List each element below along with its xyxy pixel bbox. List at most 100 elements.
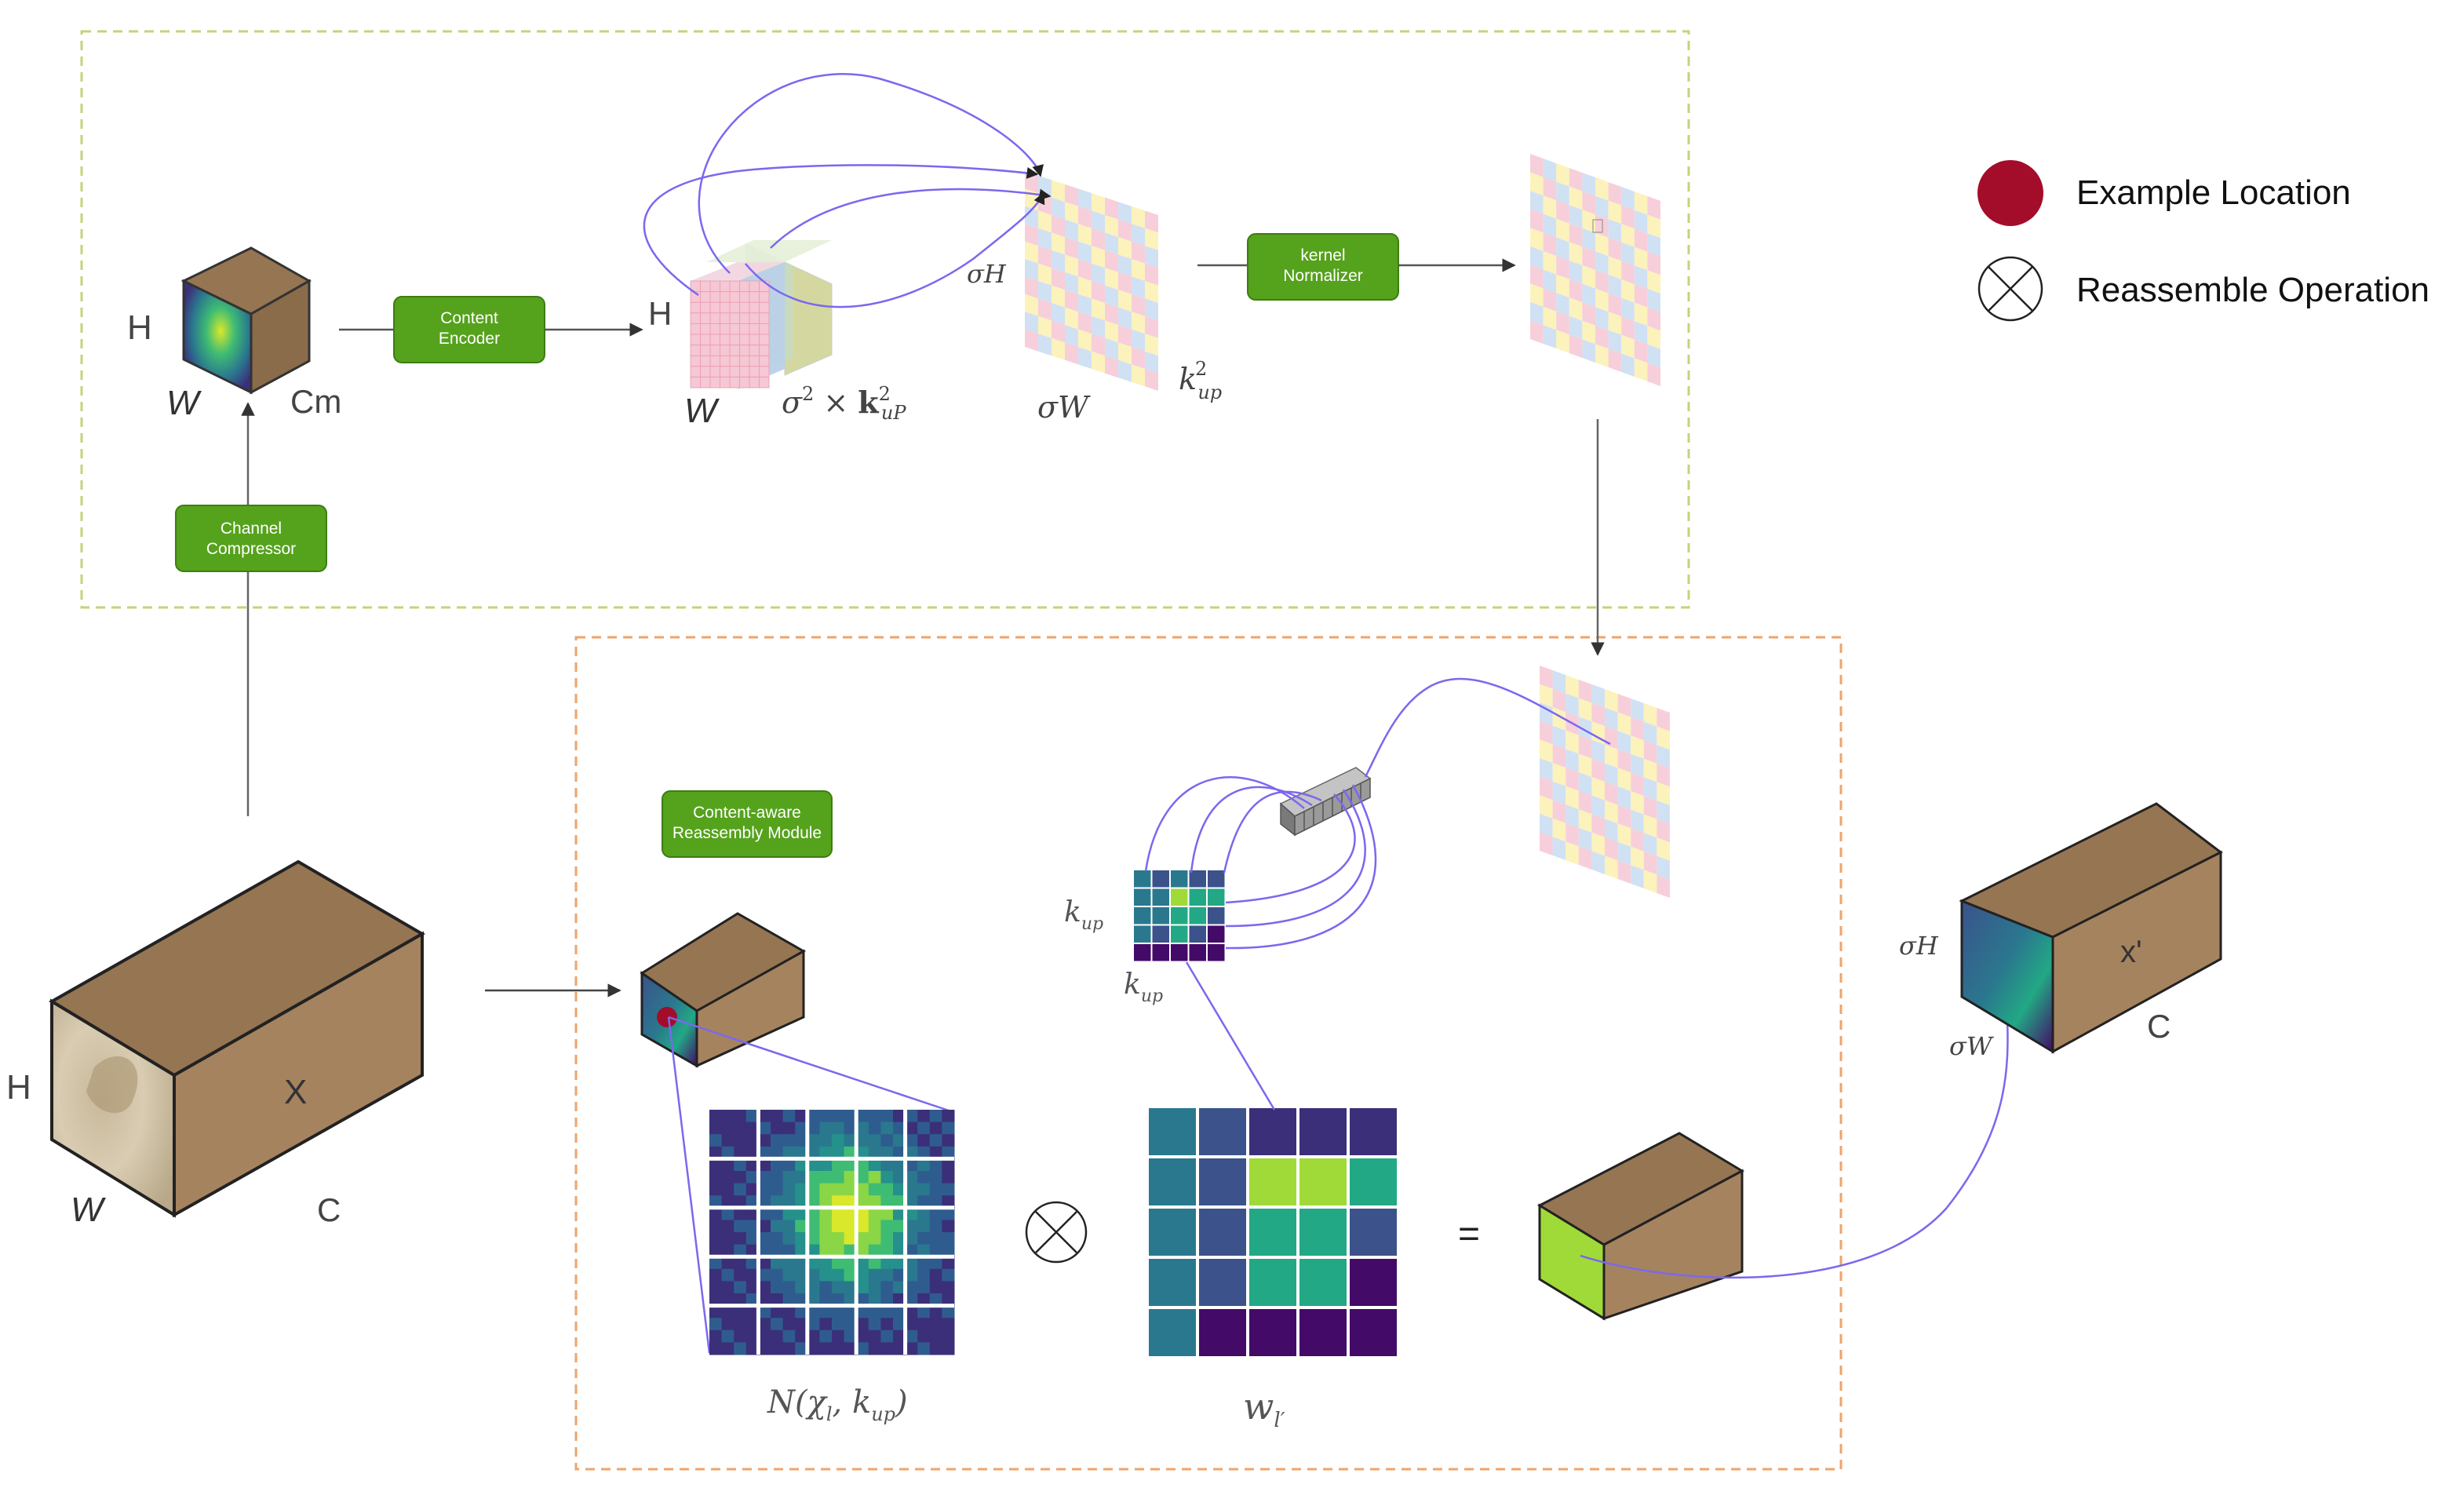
heatmap-pixel xyxy=(868,1293,881,1307)
kernel-map-cell xyxy=(1566,841,1579,865)
heatmap-pixel xyxy=(917,1207,931,1220)
input-w-label: W xyxy=(71,1191,106,1229)
heatmap-pixel xyxy=(868,1158,881,1172)
heatmap-pixel xyxy=(795,1318,808,1331)
kernel-map-cell xyxy=(1647,326,1660,349)
heatmap-pixel xyxy=(745,1158,759,1172)
content-encoder-label-1: Content xyxy=(440,309,498,327)
heatmap-pixel xyxy=(844,1293,857,1307)
heatmap-pixel xyxy=(893,1171,906,1184)
heatmap-pixel xyxy=(905,1329,918,1343)
heatmap-pixel xyxy=(880,1268,894,1282)
kernel-map-cell xyxy=(1595,177,1609,201)
kernel-map-cell xyxy=(1634,284,1648,308)
kernel-map-cell xyxy=(1621,297,1635,322)
legend-example-location: Example Location xyxy=(2076,173,2351,212)
heatmap-pixel xyxy=(832,1183,845,1196)
heatmap-pixel xyxy=(893,1134,906,1147)
heatmap-pixel xyxy=(893,1318,906,1331)
heatmap-pixel xyxy=(929,1329,942,1343)
kernel-map-cell xyxy=(1543,269,1557,294)
kernel-map-cell xyxy=(1530,172,1544,196)
heatmap-pixel xyxy=(905,1183,918,1196)
weight-cell xyxy=(1196,1155,1249,1209)
heatmap-pixel xyxy=(880,1220,894,1233)
kernel-map-cell xyxy=(1052,180,1065,202)
heatmap-pixel xyxy=(709,1318,723,1331)
kernel-map-cell xyxy=(1078,259,1092,281)
weight-cell xyxy=(1246,1155,1299,1209)
heatmap-pixel xyxy=(734,1305,747,1318)
kup-cell xyxy=(1187,943,1208,963)
heatmap-pixel xyxy=(905,1220,918,1233)
heatmap-pixel xyxy=(807,1183,820,1196)
heatmap-pixel xyxy=(745,1329,759,1343)
kernel-map-cell xyxy=(1118,359,1132,382)
kernel-map-cell xyxy=(1145,228,1158,250)
kernel-map-cell xyxy=(1145,298,1158,321)
heatmap-pixel xyxy=(807,1244,820,1257)
kernel-map-cell xyxy=(1608,200,1622,224)
kernel-map-cell xyxy=(1078,224,1092,246)
heatmap-pixel xyxy=(917,1110,931,1123)
neighborhood-zoom-lines xyxy=(667,1016,952,1354)
heatmap-pixel xyxy=(832,1146,845,1159)
heatmap-pixel xyxy=(844,1232,857,1246)
kernel-map-cell xyxy=(1657,837,1670,861)
kernel-map-cell xyxy=(1105,303,1118,325)
heatmap-pixel xyxy=(709,1305,723,1318)
heatmap-pixel xyxy=(709,1183,723,1196)
kernel-map-cell xyxy=(1647,307,1660,331)
kernel-map-cell xyxy=(1025,312,1038,334)
heatmap-pixel xyxy=(832,1281,845,1294)
heatmap-pixel xyxy=(721,1110,734,1123)
kernel-map-cell xyxy=(1643,851,1657,875)
kernel-map-cell xyxy=(1617,768,1631,791)
kernel-map-cell xyxy=(1556,293,1569,316)
kernel-map-cell xyxy=(1634,302,1648,326)
kernel-map-cell xyxy=(1657,855,1670,880)
kup-cell xyxy=(1187,887,1208,907)
kernel-map-cell xyxy=(1118,342,1132,365)
kernel-map-cell xyxy=(1145,281,1158,303)
kernel-map-cell xyxy=(1595,307,1609,330)
kernel-map-cell xyxy=(1608,256,1622,279)
kernel-map-cell xyxy=(1617,712,1631,736)
heatmap-pixel xyxy=(905,1122,918,1135)
kernel-map-cell xyxy=(1566,822,1579,847)
heatmap-pixel xyxy=(917,1305,931,1318)
kernel-map-cell xyxy=(1078,276,1092,299)
kernel-map-cell xyxy=(1052,268,1065,290)
heatmap-pixel xyxy=(844,1146,857,1159)
heatmap-pixel xyxy=(734,1171,747,1184)
top-cube-w-label: W xyxy=(166,384,202,422)
heatmap-pixel xyxy=(832,1342,845,1355)
kernel-map-cell xyxy=(1530,264,1544,289)
weight-cell xyxy=(1196,1306,1249,1359)
kup-cell xyxy=(1206,906,1227,926)
heatmap-pixel xyxy=(893,1158,906,1172)
heatmap-pixel xyxy=(819,1220,833,1233)
heatmap-pixel xyxy=(844,1171,857,1184)
weight-cell xyxy=(1146,1256,1199,1309)
heatmap-pixel xyxy=(782,1122,796,1135)
heatmap-pixel xyxy=(771,1232,784,1246)
kernel-map-cell xyxy=(1065,219,1078,242)
kup-cell xyxy=(1187,924,1208,944)
heatmap-pixel xyxy=(758,1158,771,1172)
input-feature-cube xyxy=(49,859,426,1218)
heatmap-pixel xyxy=(807,1110,820,1123)
kernel-map-cell xyxy=(1578,717,1592,740)
kernel-map-cell xyxy=(1569,168,1583,191)
heatmap-pixel xyxy=(709,1158,723,1172)
kernel-map-cell xyxy=(1605,855,1618,879)
heatmap-pixel xyxy=(745,1268,759,1282)
kernel-map-cell xyxy=(1582,320,1595,345)
heatmap-pixel xyxy=(782,1232,796,1246)
heatmap-pixel xyxy=(844,1244,857,1257)
kernel-map-cell xyxy=(1118,290,1132,312)
kernel-map-cell xyxy=(1105,285,1118,308)
output-feature-cube xyxy=(1959,802,2223,1054)
heatmap-pixel xyxy=(819,1122,833,1135)
heatmap-pixel xyxy=(917,1244,931,1257)
